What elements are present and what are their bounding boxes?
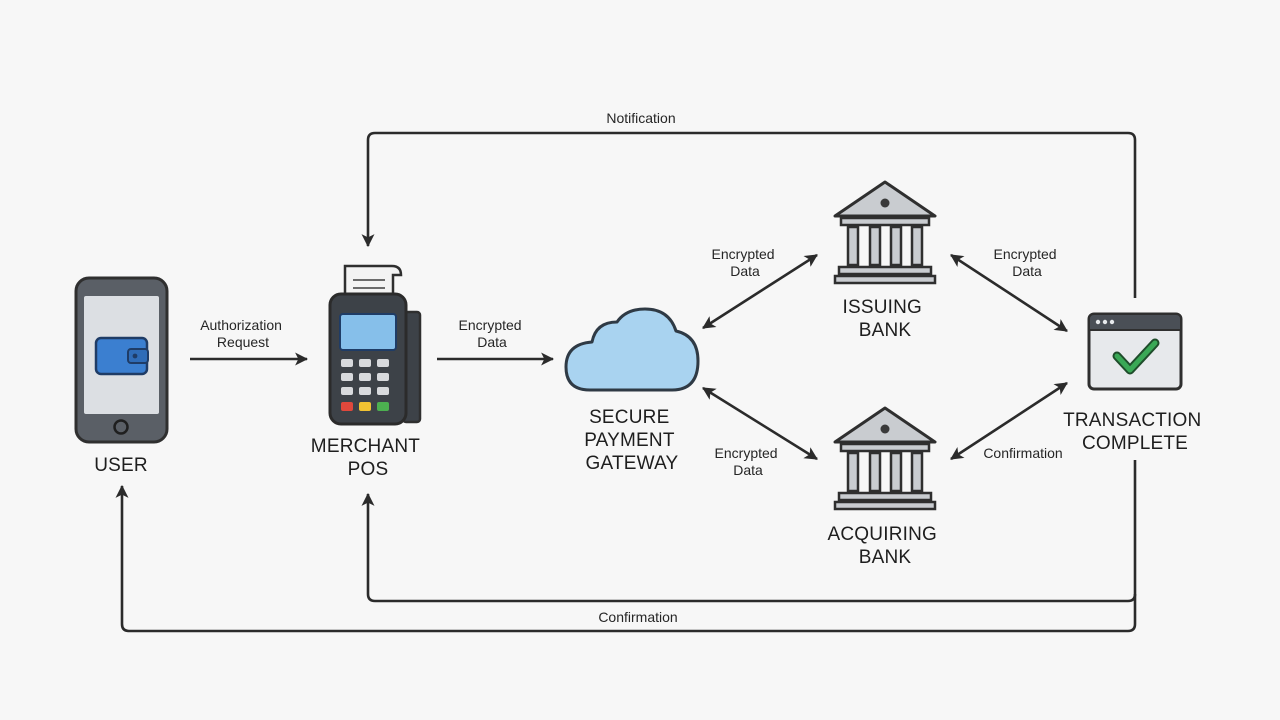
bank-building-icon: [833, 180, 937, 285]
pos-gateway-label: Encrypted Data: [459, 317, 526, 350]
smartphone-wallet-icon: [74, 276, 169, 444]
issuing-bank-node: ISSUING BANK: [833, 180, 937, 341]
connectors: [115, 131, 1137, 633]
gateway-acquiring-connector: [702, 386, 818, 461]
cloud-icon: [564, 307, 700, 392]
payment-terminal-icon: [328, 264, 422, 426]
gateway-node: SECURE PAYMENT GATEWAY: [564, 307, 700, 474]
issuing-complete-label: Encrypted Data: [994, 246, 1061, 279]
acquiring-bank-label: ACQUIRING BANK: [828, 524, 943, 568]
gateway-acquiring-label: Encrypted Data: [715, 445, 782, 478]
user-confirmation-connector: [115, 484, 1137, 633]
issuing-bank-label: ISSUING BANK: [842, 297, 927, 341]
authorization-label: Authorization Request: [200, 317, 286, 350]
bank-building-icon: [833, 406, 937, 511]
merchant-pos-label: MERCHANT POS: [311, 436, 425, 480]
acquiring-complete-connector: [950, 381, 1068, 461]
user-node: USER: [74, 276, 169, 476]
user-label: USER: [94, 455, 148, 476]
notification-label: Notification: [606, 110, 675, 126]
issuing-complete-connector: [950, 253, 1068, 333]
gateway-issuing-connector: [702, 253, 818, 330]
gateway-label: SECURE PAYMENT GATEWAY: [584, 407, 680, 474]
notification-connector: [361, 131, 1137, 298]
browser-checkmark-icon: [1087, 312, 1183, 391]
transaction-complete-node: TRANSACTION COMPLETE: [1063, 312, 1207, 454]
gateway-issuing-label: Encrypted Data: [712, 246, 779, 279]
pos-confirmation-connector: [361, 460, 1137, 603]
edge-labels: Notification Authorization Request Encry…: [200, 110, 1062, 625]
acquiring-bank-node: ACQUIRING BANK: [828, 406, 943, 568]
bottom-confirmation-label: Confirmation: [598, 609, 677, 625]
transaction-complete-label: TRANSACTION COMPLETE: [1063, 410, 1207, 454]
acquiring-complete-label: Confirmation: [983, 445, 1062, 461]
merchant-pos-node: MERCHANT POS: [311, 264, 425, 480]
